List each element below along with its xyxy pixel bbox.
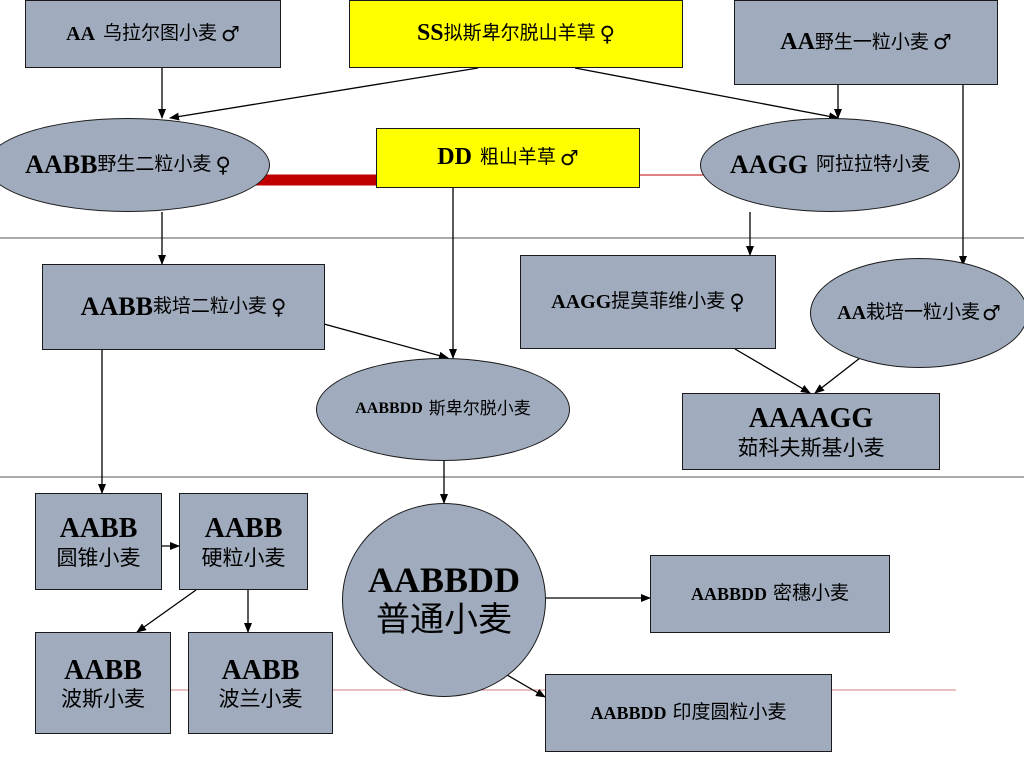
node-turgidum-wheat: AABB 圆锥小麦 <box>35 493 162 590</box>
genome-code: AABB <box>59 513 138 545</box>
species-name: 野生一粒小麦 <box>814 30 929 53</box>
species-name: 印度圆粒小麦 <box>672 701 787 724</box>
female-symbol: ♀ <box>215 152 231 177</box>
species-name: 阿拉拉特小麦 <box>815 153 930 176</box>
species-name: 野生二粒小麦 <box>97 153 212 176</box>
arrow-cultivated-emmer-to-spelt <box>323 323 449 360</box>
node-urartu-wheat: AA 乌拉尔图小麦 ♂ <box>25 0 281 68</box>
node-durum-wheat: AABB 硬粒小麦 <box>179 493 308 590</box>
genome-code: AABBDD <box>367 559 520 600</box>
node-zhukovsky-wheat: AAAAGG 茹科夫斯基小麦 <box>682 393 940 470</box>
node-club-wheat: AABBDD 密穗小麦 <box>650 555 890 633</box>
genome-code: AA <box>66 22 96 45</box>
species-name: 圆锥小麦 <box>56 545 141 570</box>
node-wild-einkorn: AA 野生一粒小麦 ♂ <box>734 0 998 85</box>
node-cultivated-emmer: AABB 栽培二粒小麦 ♀ <box>42 264 325 350</box>
node-timopheevi-wheat: AAGG 提莫菲维小麦 ♀ <box>520 255 776 349</box>
genome-code: DD <box>437 144 472 171</box>
male-symbol: ♂ <box>932 30 952 55</box>
genome-code: AABBDD <box>690 583 767 604</box>
species-name: 斯卑尔脱小麦 <box>428 398 531 419</box>
female-symbol: ♀ <box>599 21 616 46</box>
genome-code: AAGG <box>551 290 612 313</box>
genome-code: AABB <box>221 654 300 686</box>
species-name: 密穗小麦 <box>773 582 850 605</box>
species-name: 粗山羊草 <box>479 146 556 169</box>
genome-code: AABB <box>204 513 283 545</box>
arrow-ss-to-wild-emmer <box>169 67 479 121</box>
species-name: 乌拉尔图小麦 <box>103 22 218 45</box>
node-wild-emmer: AABB 野生二粒小麦 ♀ <box>0 118 270 212</box>
genome-code: AAAAGG <box>748 403 874 435</box>
arrow-einkorn-to-zhukovsky <box>814 357 861 394</box>
arrow-ss-to-aagg <box>574 67 839 121</box>
node-aegilops-speltoides: SS 拟斯卑尔脱山羊草 ♀ <box>349 0 683 68</box>
female-symbol: ♀ <box>729 289 745 314</box>
node-aegilops-tauschii: DD 粗山羊草 ♂ <box>376 128 640 188</box>
species-name: 提莫菲维小麦 <box>611 290 726 313</box>
species-name: 硬粒小麦 <box>201 545 286 570</box>
genome-code: AABBDD <box>355 400 423 418</box>
genome-code: SS <box>416 20 444 47</box>
genome-code: AA <box>837 301 867 324</box>
arrow-durum-to-persian <box>136 589 197 633</box>
genome-code: AABB <box>80 292 153 322</box>
species-name: 拟斯卑尔脱山羊草 <box>443 22 596 45</box>
species-name: 栽培一粒小麦 <box>866 301 981 324</box>
female-symbol: ♀ <box>270 294 287 319</box>
node-cultivated-einkorn: AA 栽培一粒小麦 ♂ <box>810 258 1024 368</box>
male-symbol: ♂ <box>982 300 1001 325</box>
node-triticum-araraticum: AAGG 阿拉拉特小麦 <box>700 118 960 212</box>
node-polish-wheat: AABB 波兰小麦 <box>188 632 333 734</box>
species-name: 波斯小麦 <box>61 687 145 712</box>
arrow-timopheevi-to-zhukovsky <box>734 348 811 394</box>
species-name: 普通小麦 <box>376 600 512 641</box>
genome-code: AAGG <box>729 150 808 180</box>
male-symbol: ♂ <box>559 145 579 170</box>
genome-code: AABBDD <box>590 702 667 723</box>
node-spelt-wheat: AABBDD 斯卑尔脱小麦 <box>316 358 570 461</box>
species-name: 波兰小麦 <box>218 687 303 712</box>
species-name: 茹科夫斯基小麦 <box>737 435 885 460</box>
node-indian-dwarf-wheat: AABBDD 印度圆粒小麦 <box>545 674 832 752</box>
genome-code: AA <box>780 28 815 55</box>
node-common-wheat: AABBDD 普通小麦 <box>342 503 546 697</box>
node-persian-wheat: AABB 波斯小麦 <box>35 632 171 734</box>
species-name: 栽培二粒小麦 <box>152 295 267 318</box>
genome-code: AABB <box>25 150 98 180</box>
male-symbol: ♂ <box>221 21 240 46</box>
genome-code: AABB <box>64 654 142 686</box>
